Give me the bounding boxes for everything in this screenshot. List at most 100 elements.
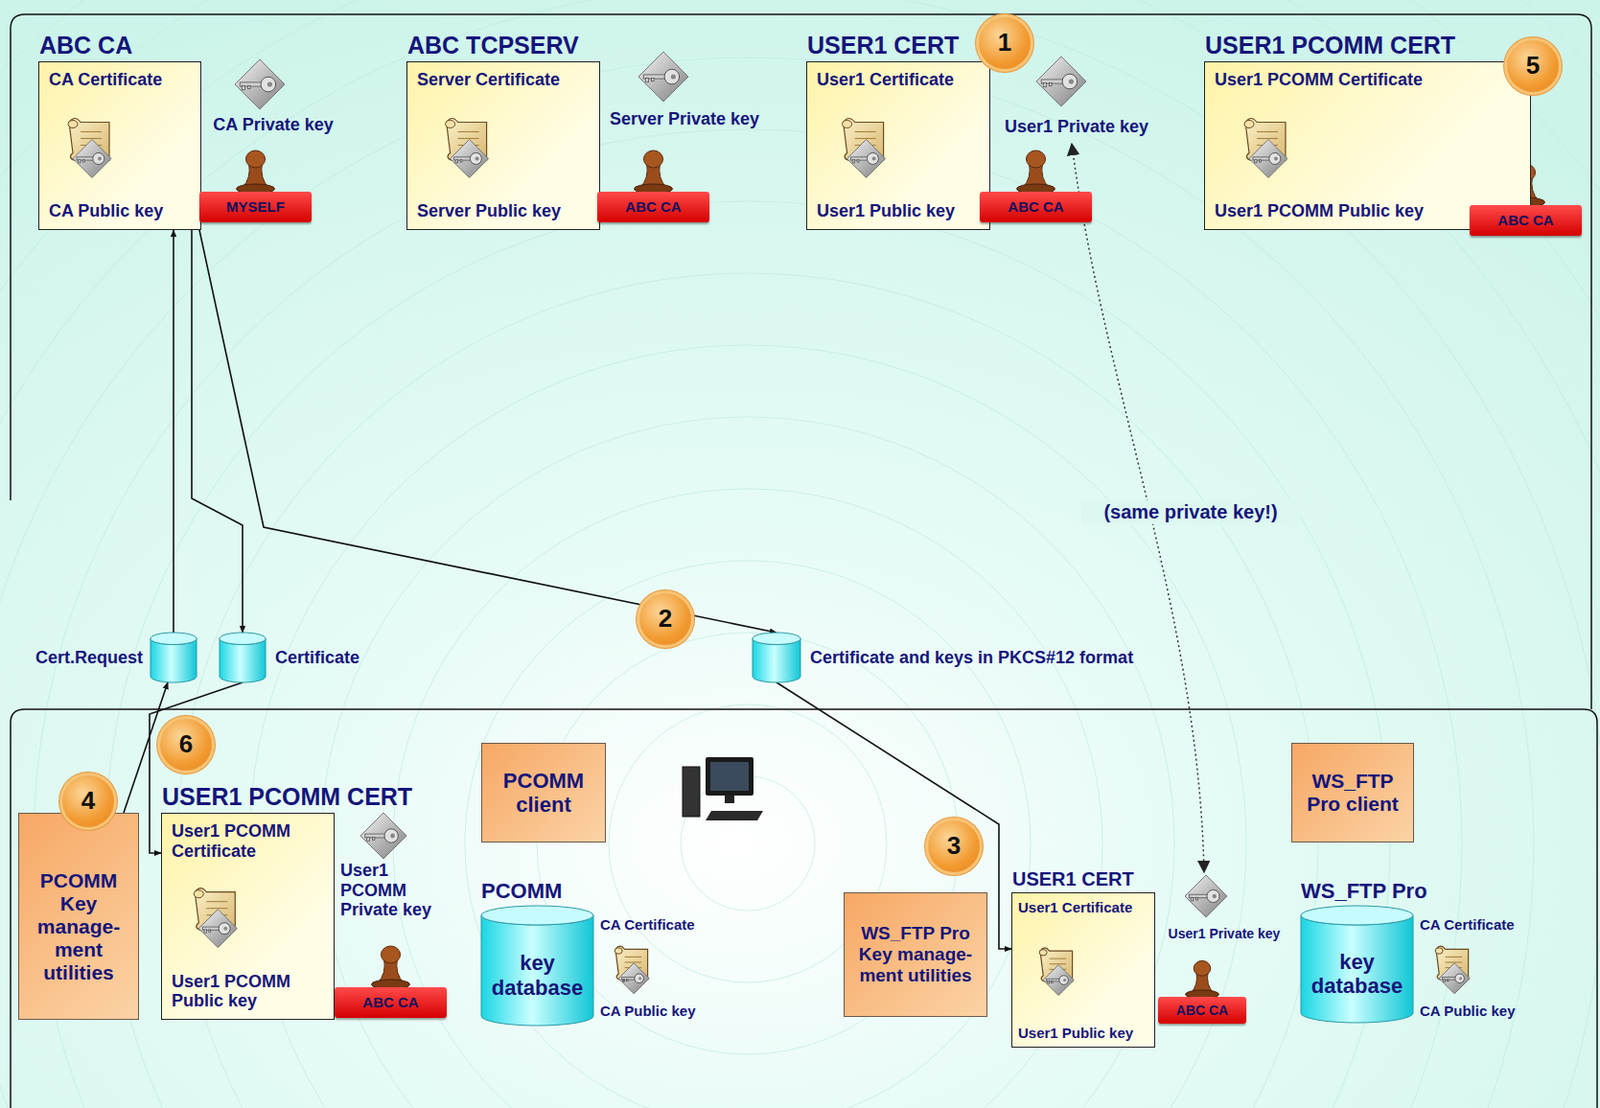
node-text: Server Certificate <box>417 69 590 91</box>
file-cylinder: Certificate <box>219 632 266 683</box>
same-key-line <box>1071 143 1205 873</box>
key-icon <box>1249 139 1288 178</box>
key-icon <box>72 139 112 178</box>
key-label: CA Certificate <box>600 916 696 933</box>
node-heading: USER1 CERT <box>1012 868 1135 891</box>
stamp-label: MYSELF <box>199 191 312 223</box>
node-heading: USER1 PCOMM CERT <box>1205 31 1456 60</box>
node-text: Cert.Request <box>35 648 143 669</box>
utility-box: PCOMM Key manage- ment utilities <box>18 812 140 1021</box>
key-label: CA Private key <box>205 115 342 136</box>
node-text: WS_FTP Pro client <box>1299 769 1406 816</box>
certificate-box: ABC TCPSERVServer CertificateServer Publ… <box>406 61 601 231</box>
flow-arrow <box>172 230 175 633</box>
key-icon <box>198 909 237 949</box>
node-text: User1 PCOMM Public key <box>171 972 325 1012</box>
client-box: PCOMM client <box>481 742 606 843</box>
computer-icon <box>682 757 764 821</box>
key-database: PCOMMkey database <box>481 905 594 1026</box>
stamp-handle <box>371 946 411 990</box>
certificate-box: USER1 CERTUser1 CertificateUser1 Public … <box>1011 892 1156 1048</box>
key-label: CA Public key <box>1419 1002 1515 1020</box>
node-text: WS_FTP Pro Key manage- ment utilities <box>852 923 979 987</box>
key-label: CA Public key <box>600 1002 696 1020</box>
key-icon <box>638 51 689 102</box>
node-text: key database <box>1300 950 1414 999</box>
flow-arrow <box>123 682 168 813</box>
node-text: key database <box>481 950 594 1000</box>
certificate-icon <box>445 117 489 178</box>
node-text: Certificate and keys in PKCS#12 format <box>810 648 1134 669</box>
certificate-icon <box>1039 948 1074 997</box>
flow-arrow <box>199 230 777 633</box>
certificate-icon <box>1244 117 1288 178</box>
node-text: PCOMM client <box>489 768 598 818</box>
illustrations <box>234 51 1546 999</box>
callout-number: 2 <box>639 593 692 646</box>
certificate-box: ABC CACA CertificateCA Public key <box>38 61 202 231</box>
host-panel <box>10 14 1592 710</box>
note-label: (same private key!) <box>1081 500 1300 525</box>
certificate-icon <box>842 117 886 178</box>
key-label: User1 Private key <box>998 116 1155 138</box>
key-icon <box>1043 965 1074 997</box>
node-text: User1 PCOMM Public key <box>1214 201 1521 222</box>
key-label: User1 Private key <box>1159 926 1289 942</box>
node-heading: PCOMM <box>481 879 562 904</box>
node-text: Server Public key <box>417 201 590 222</box>
certificate-icon <box>1435 946 1470 995</box>
stamp-label: ABC CA <box>334 987 447 1019</box>
key-icon <box>847 139 886 178</box>
stamp-label: ABC CA <box>979 191 1092 223</box>
node-text: User1 PCOMM Certificate <box>1214 69 1521 91</box>
certificate-icon <box>614 946 650 995</box>
flow-arrow <box>191 230 243 633</box>
cylinder-shape <box>752 632 801 683</box>
cylinder-shape <box>150 632 197 683</box>
stamp-label: ABC CA <box>597 191 710 223</box>
node-text: PCOMM Key manage- ment utilities <box>26 869 131 986</box>
key-database: WS_FTP Prokey database <box>1300 905 1414 1023</box>
node-text: User1 Certificate <box>1018 899 1149 916</box>
key-icon <box>1184 875 1228 918</box>
callout-number: 3 <box>927 820 980 873</box>
stamp-handle <box>1185 960 1220 998</box>
stamp-handle <box>236 150 276 194</box>
node-text: CA Certificate <box>48 69 191 91</box>
certificate-box: USER1 PCOMM CERTUser1 PCOMM CertificateU… <box>1204 61 1531 231</box>
client-box: WS_FTP Pro client <box>1291 742 1415 843</box>
key-icon <box>1438 963 1470 995</box>
node-heading: ABC CA <box>39 31 133 60</box>
stamp-handle <box>634 150 673 194</box>
stamp-handle <box>1017 150 1056 194</box>
key-label: User1 PCOMM Private key <box>340 860 456 921</box>
key-icon <box>234 59 285 110</box>
node-text: CA Public key <box>48 201 191 222</box>
node-text: User1 Certificate <box>816 69 980 91</box>
key-icon <box>450 139 489 178</box>
cylinder-shape <box>219 632 266 683</box>
certificate-box: USER1 PCOMM CERTUser1 PCOMM CertificateU… <box>161 812 335 1021</box>
node-text: User1 Public key <box>1018 1024 1149 1042</box>
node-heading: USER1 PCOMM CERT <box>162 783 413 812</box>
stamp-label: ABC CA <box>1158 997 1247 1024</box>
key-label: Server Private key <box>603 109 766 130</box>
certificate-box: USER1 CERTUser1 CertificateUser1 Public … <box>806 61 991 231</box>
node-text: User1 Public key <box>816 201 980 222</box>
key-icon <box>360 812 407 859</box>
certificate-icon <box>68 117 112 178</box>
file-cylinder: Cert.Request <box>150 632 197 683</box>
node-text: Certificate <box>275 648 360 669</box>
callout-number: 6 <box>160 718 212 771</box>
file-cylinder: Certificate and keys in PKCS#12 format <box>752 632 801 683</box>
workstation-panel <box>10 709 1598 1108</box>
key-icon <box>618 963 650 995</box>
node-text: User1 PCOMM Certificate <box>171 821 325 861</box>
certificate-icon <box>193 888 237 949</box>
node-heading: ABC TCPSERV <box>407 31 580 60</box>
utility-box: WS_FTP Pro Key manage- ment utilities <box>843 892 988 1018</box>
node-heading: WS_FTP Pro <box>1300 879 1428 904</box>
key-icon <box>1036 56 1087 107</box>
